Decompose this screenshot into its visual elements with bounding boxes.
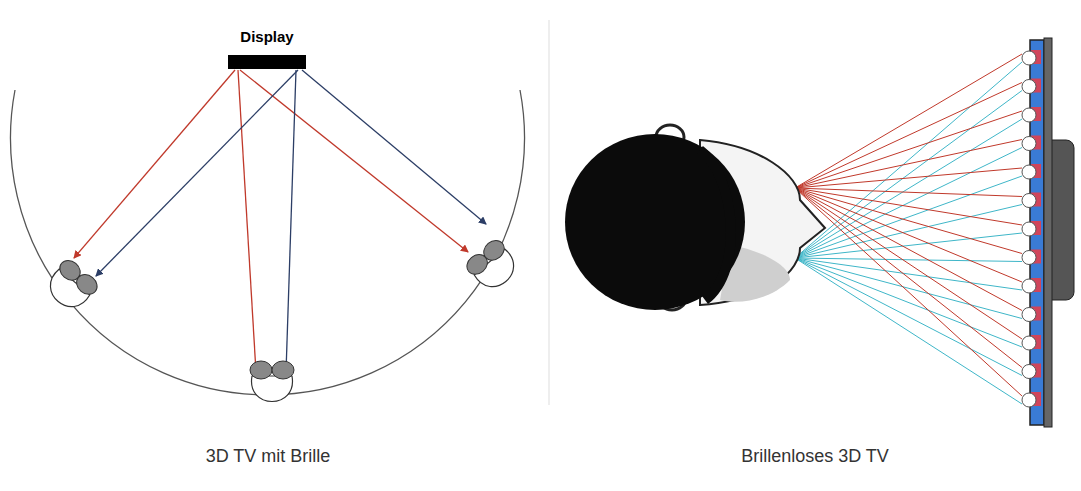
caption-left: 3D TV mit Brille [206, 446, 331, 467]
rays [795, 54, 1022, 404]
viewer [463, 236, 523, 295]
caption-right: Brillenloses 3D TV [741, 446, 889, 467]
viewer [41, 256, 101, 315]
display-bar [228, 55, 306, 69]
light-rays [74, 70, 486, 372]
display-label: Display [240, 28, 293, 45]
head-top-view [565, 125, 825, 310]
lenticular-screen [1022, 38, 1074, 427]
viewer [250, 361, 294, 402]
divider [549, 20, 550, 405]
